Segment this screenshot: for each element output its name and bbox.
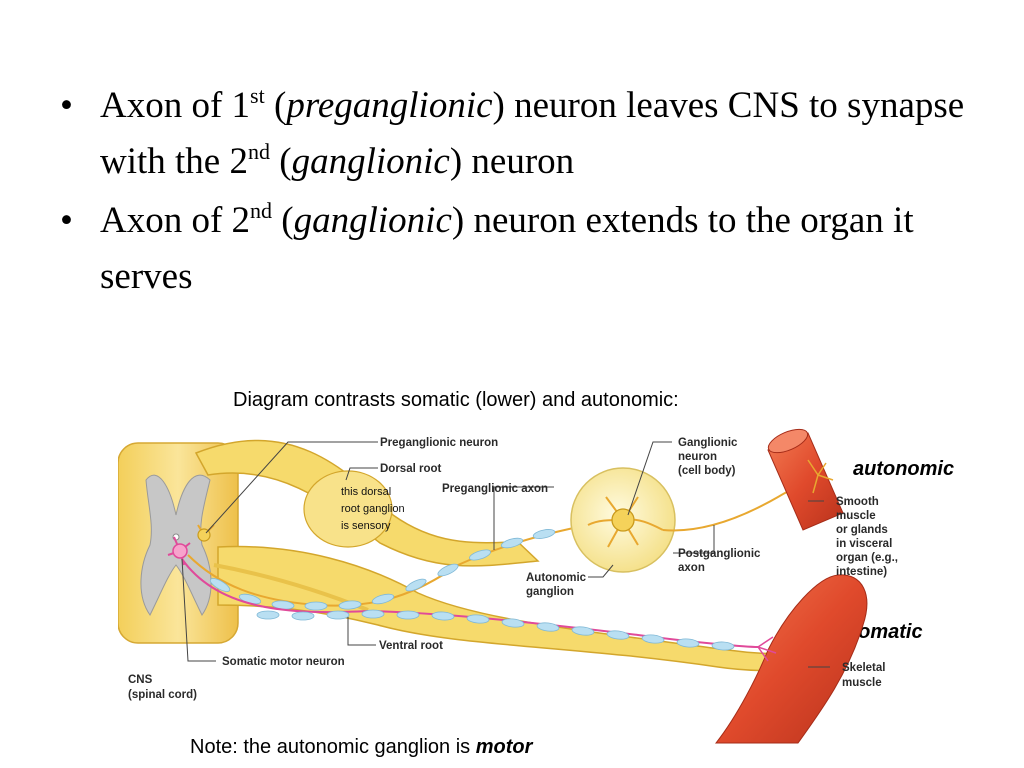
label-smooth-muscle-line2: muscle	[836, 510, 876, 522]
label-ventral-root: Ventral root	[379, 640, 443, 652]
label-preganglionic-axon: Preganglionic axon	[442, 483, 548, 495]
label-autonomic-ganglion-line1: Autonomic	[526, 572, 587, 584]
bullet-text: ) neuron leaves CNS to synapse with the …	[100, 85, 965, 182]
preganglionic-myelin	[209, 529, 556, 611]
label-cns-line1: CNS	[128, 674, 153, 686]
skeletal-muscle	[714, 574, 868, 744]
label-smooth-muscle-line1: Smooth	[836, 496, 879, 508]
bullet-item: • Axon of 2nd (ganglionic) neuron extend…	[58, 193, 998, 305]
emphasis-term: ganglionic	[291, 141, 450, 182]
label-drg-note-line2: root ganglion	[341, 503, 405, 515]
autonomic-ganglion	[570, 467, 676, 573]
autonomic-label: autonomic	[853, 458, 955, 480]
bullet-dot: •	[60, 85, 73, 126]
emphasis-term: ganglionic	[293, 200, 452, 241]
smooth-muscle-organ	[767, 428, 844, 531]
label-smooth-muscle-line4: in visceral	[836, 538, 892, 550]
bullet-dot: •	[60, 200, 73, 241]
label-dorsal-root: Dorsal root	[380, 463, 442, 475]
label-ganglionic-neuron-line1: Ganglionic	[678, 437, 738, 449]
bullet-list: • Axon of 1st (preganglionic) neuron lea…	[58, 78, 998, 308]
label-postganglionic-axon-line2: axon	[678, 562, 705, 574]
ordinal-suffix: st	[250, 83, 265, 108]
bullet-text: ) neuron extends to the organ it serves	[100, 200, 914, 297]
somatic-myelin	[256, 609, 735, 651]
label-smooth-muscle-line3: or glands	[836, 524, 888, 536]
label-drg-note-line3: is sensory	[341, 520, 391, 532]
bullet-text: Axon of 1	[100, 85, 251, 126]
bullet-text: (	[269, 141, 292, 182]
label-autonomic-ganglion-line2: ganglion	[526, 586, 574, 598]
bullet-text: (	[272, 200, 294, 241]
diagram-note: Note: the autonomic ganglion is motor	[190, 736, 532, 759]
ordinal-suffix: nd	[247, 139, 270, 164]
bullet-text: ) neuron	[449, 141, 575, 182]
ordinal-suffix: nd	[250, 198, 273, 223]
note-emphasis: motor	[475, 736, 533, 758]
neuron-diagram: Preganglionic neuron Dorsal root Pregang…	[118, 428, 898, 744]
label-somatic-motor-neuron: Somatic motor neuron	[222, 656, 345, 668]
label-cns-line2: (spinal cord)	[128, 689, 197, 701]
label-postganglionic-axon-line1: Postganglionic	[678, 548, 761, 560]
leader-lines	[181, 441, 830, 668]
somatic-motor-neuron	[167, 536, 191, 566]
label-ganglionic-neuron-line3: (cell body)	[678, 465, 736, 477]
note-text: Note: the autonomic ganglion is	[190, 736, 476, 758]
label-smooth-muscle-line6: intestine)	[836, 566, 887, 578]
dorsal-root-ganglion	[303, 470, 393, 548]
label-preganglionic-neuron: Preganglionic neuron	[380, 437, 498, 449]
bullet-item: • Axon of 1st (preganglionic) neuron lea…	[58, 78, 998, 190]
label-skeletal-muscle-line1: Skeletal	[842, 662, 885, 674]
label-skeletal-muscle-line2: muscle	[842, 677, 882, 689]
bullet-text: Axon of 2	[100, 200, 251, 241]
diagram-caption: Diagram contrasts somatic (lower) and au…	[233, 389, 679, 411]
emphasis-term: preganglionic	[286, 85, 493, 126]
somatic-label: somatic	[847, 621, 923, 643]
label-drg-note-line1: this dorsal	[341, 486, 391, 498]
bullet-text: (	[264, 85, 287, 126]
label-ganglionic-neuron-line2: neuron	[678, 451, 717, 463]
label-smooth-muscle-line5: organ (e.g.,	[836, 552, 898, 564]
